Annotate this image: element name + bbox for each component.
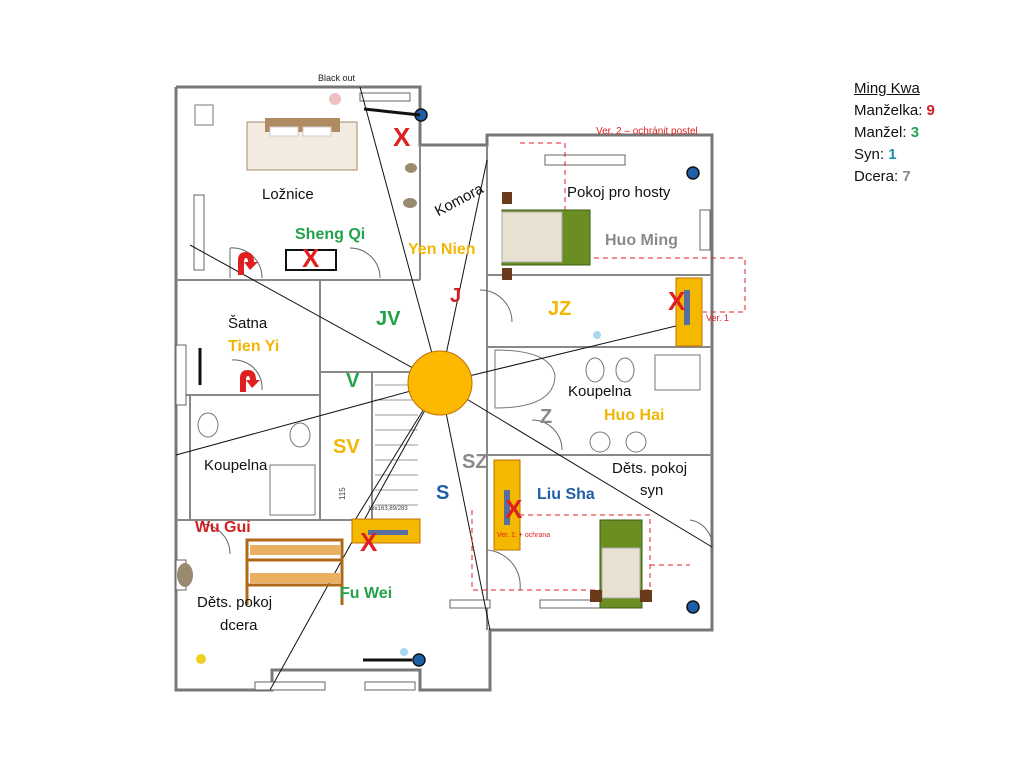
room-pokoj-pro-hosty: Pokoj pro hosty: [567, 184, 671, 201]
bagua-lines: [175, 86, 713, 691]
gua-liu-sha: Liu Sha: [537, 486, 595, 503]
dashed-paths: [471, 142, 746, 591]
direction-v: V: [346, 370, 360, 392]
stairs: [375, 384, 418, 506]
room-deti-dcera-line2: dcera: [220, 617, 258, 634]
x-mark-jz: X: [668, 286, 686, 316]
x-mark-fu-wei: X: [360, 527, 378, 557]
desk-loznice: [285, 249, 337, 271]
legend-row-dcera: Dcera: 7: [854, 168, 911, 185]
corner-markers: [412, 108, 700, 667]
room-loznice: Ložnice: [262, 186, 314, 203]
beds: [245, 118, 652, 609]
doors: [199, 247, 713, 591]
note-blackout: Black out: [318, 73, 356, 83]
room-deti-syn-line2: syn: [640, 482, 664, 499]
gua-sheng-qi: Sheng Qi: [295, 226, 366, 243]
stones: [177, 163, 417, 587]
gua-yen-nien: Yen Nien: [408, 241, 476, 258]
room-deti-dcera-line1: Děts. pokoj: [197, 594, 273, 611]
direction-sv: SV: [333, 436, 360, 458]
bunk-bed: [245, 538, 344, 605]
room-deti-syn-line1: Děts. pokoj: [612, 460, 688, 477]
x-mark-komora: X: [393, 122, 411, 152]
direction-sz: SZ: [462, 451, 488, 473]
room-satna: Šatna: [228, 315, 268, 332]
direction-jz: JZ: [548, 298, 572, 320]
room-koupelna-left: Koupelna: [204, 457, 268, 474]
note-ver2: Ver. 2 – ochránit postel: [596, 126, 698, 137]
bagua-center: [407, 350, 473, 416]
note-stair-number: 115: [338, 487, 347, 500]
note-ver1: Ver. 1: [706, 313, 730, 323]
direction-j: J: [450, 285, 462, 307]
legend-row-manzel: Manžel: 3: [854, 124, 920, 141]
gua-huo-hai: Huo Hai: [604, 407, 665, 424]
gua-fu-wei: Fu Wei: [340, 585, 393, 602]
gua-tien-yi: Tien Yi: [228, 338, 280, 355]
gua-wu-gui: Wu Gui: [195, 519, 251, 536]
legend-row-manzelka: Manželka: 9: [854, 102, 935, 119]
note-ver1-ochrana: Ver. 1: + ochrana: [497, 532, 551, 539]
inner-walls: [176, 145, 712, 630]
direction-jv: JV: [376, 308, 401, 330]
ming-kwa-legend: Ming Kwa Manželka: 9 Manžel: 3 Syn: 1 Dc…: [854, 78, 935, 188]
note-stairs: 18x163,89/283: [368, 506, 408, 512]
gua-huo-ming: Huo Ming: [605, 232, 678, 249]
bathroom-fixtures: [194, 104, 701, 516]
x-mark-desk: X: [302, 243, 320, 273]
room-koupelna-right: Koupelna: [568, 383, 632, 400]
entry-arrows: [238, 252, 260, 392]
legend-title: Ming Kwa: [854, 80, 920, 97]
direction-s: S: [436, 482, 450, 504]
lamps: [196, 93, 601, 664]
x-mark-liu-sha: X: [505, 494, 523, 524]
black-bars: [198, 107, 421, 662]
legend-row-syn: Syn: 1: [854, 146, 897, 163]
direction-z: Z: [540, 406, 553, 428]
wardrobes: [351, 277, 703, 551]
